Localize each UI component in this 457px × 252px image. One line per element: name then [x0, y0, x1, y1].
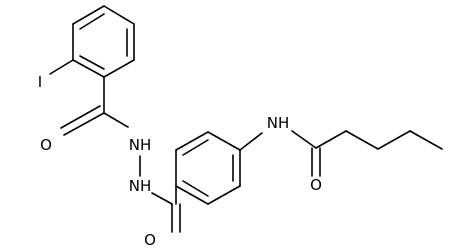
- bond-benzoyl-co-1: [63, 112, 105, 136]
- bond-ring2-inner-3: [182, 180, 209, 197]
- hydrazide-n2-label: NH: [129, 177, 152, 195]
- bond-n2-carbonyl: [151, 192, 173, 205]
- bond-ring2-b: [175, 131, 209, 151]
- bond-amide-n-carbonyl: [291, 130, 317, 149]
- benzamide-oxygen-label: O: [144, 231, 156, 249]
- bond-ring2-e: [207, 185, 241, 205]
- bond-benzoyl-co-2: [60, 105, 101, 129]
- bond-benzoyl-n1: [103, 112, 129, 128]
- bond-c-iodine: [49, 59, 74, 75]
- bond-ring1-a: [72, 5, 105, 25]
- bond-chain-2: [345, 130, 379, 150]
- butyl-chain: [315, 130, 443, 150]
- iodine-atom-label: I: [38, 73, 42, 91]
- bond-chain-1: [315, 130, 347, 149]
- bond-ring2-f: [175, 185, 209, 205]
- bond-ring1-inner-3: [79, 55, 105, 70]
- hydrazide-n1-label: NH: [129, 136, 152, 154]
- bond-chain-3: [377, 130, 411, 150]
- bond-ring2-inner-1: [182, 139, 209, 156]
- bond-ring1-b: [103, 5, 135, 25]
- pentanoyl-oxygen-label: O: [310, 176, 322, 194]
- phenylene-ring: [175, 131, 241, 205]
- amide-nitrogen-label: NH: [267, 114, 290, 132]
- bond-ring1-inner-1: [79, 13, 105, 30]
- bond-ring1-e: [72, 59, 105, 78]
- bond-ring1-d: [103, 59, 135, 78]
- iodophenyl-ring: [72, 5, 135, 78]
- benzoyl-oxygen-label: O: [40, 136, 52, 154]
- bond-ring2-amide-n: [239, 132, 263, 151]
- bond-ring2-c: [207, 131, 241, 151]
- bond-chain-4: [409, 130, 443, 150]
